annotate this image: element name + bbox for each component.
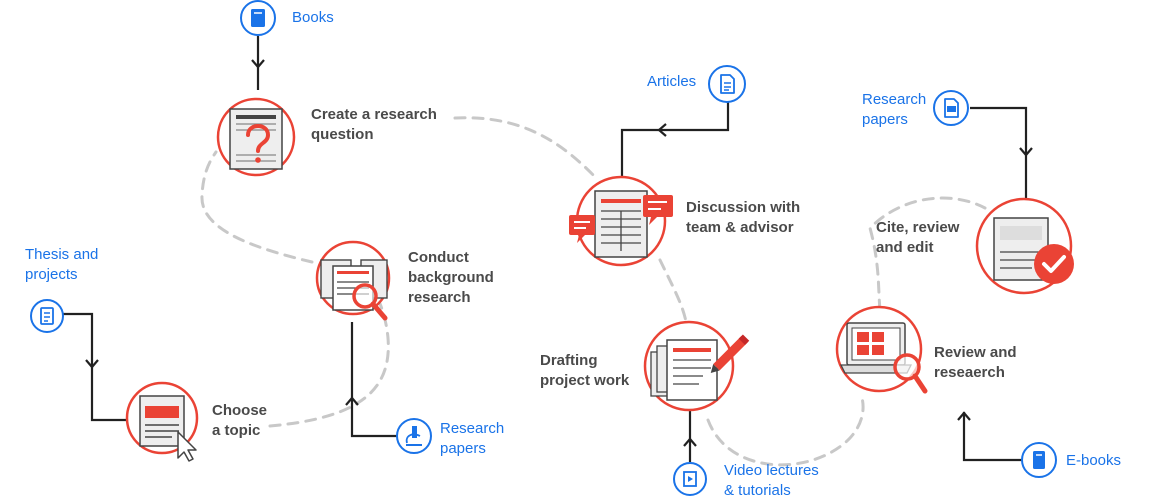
step-discussion-label: Discussion with team & advisor — [686, 199, 801, 236]
connector-research-papers-2 — [970, 106, 1028, 198]
chat-bubble-right-icon — [643, 195, 673, 225]
step-review-label: Review and reseaerch — [934, 344, 1017, 381]
resource-research-papers-1-label: Research papers — [440, 420, 505, 457]
arrowhead-books — [251, 59, 265, 69]
resource-articles-label: Articles — [647, 73, 697, 90]
step-discussion-node — [569, 175, 673, 267]
step-background-research-label: Conduct background research — [408, 249, 494, 306]
book-icon — [240, 0, 276, 36]
step-cite-node — [975, 197, 1074, 295]
arrowhead-thesis — [85, 359, 99, 369]
step-drafting-label: Drafting project work — [540, 352, 630, 389]
step-research-question-label: Create a research question — [311, 106, 437, 143]
documents-magnifier-icon — [320, 259, 388, 321]
step-cite-label: Cite, review and edit — [876, 219, 960, 256]
path-background-to-question — [200, 150, 314, 264]
document-check-icon — [993, 217, 1074, 284]
connector-research-papers-1 — [350, 322, 398, 438]
resource-research-papers-2-label: Research papers — [862, 91, 927, 128]
document-cursor-icon — [139, 395, 197, 462]
step-choose-topic-label: Choose a topic — [212, 402, 268, 439]
article-icon — [708, 65, 746, 103]
chat-bubble-left-icon — [569, 215, 595, 243]
path-drafting-to-review — [706, 396, 865, 467]
document-list-icon — [30, 299, 64, 333]
connector-ebooks — [962, 412, 1022, 462]
arrowhead-articles — [657, 123, 667, 137]
microscope-icon — [396, 418, 432, 454]
discussion-document-icon — [594, 190, 648, 258]
path-discussion-to-drafting — [658, 258, 688, 324]
step-review-node — [835, 305, 928, 394]
ebook-icon — [1021, 442, 1057, 478]
connector-thesis — [62, 312, 128, 422]
arrowhead-research-papers-1 — [345, 396, 359, 406]
step-choose-topic-node — [125, 381, 199, 462]
connector-articles — [620, 100, 730, 180]
document-pencil-icon — [650, 334, 750, 401]
step-research-question-node — [216, 97, 296, 177]
resource-video-label: Video lectures & tutorials — [724, 462, 819, 499]
arrowhead-video — [683, 437, 697, 447]
arrowhead-research-papers-2 — [1019, 147, 1033, 157]
path-question-to-discussion — [453, 116, 600, 182]
path-review-to-cite — [868, 196, 987, 312]
laptop-magnifier-icon — [839, 322, 928, 394]
arrowhead-ebooks — [957, 411, 971, 421]
video-icon — [673, 462, 707, 496]
resource-books-label: Books — [292, 9, 334, 26]
step-drafting-node — [643, 320, 750, 412]
pdf-icon — [933, 90, 969, 126]
resource-ebooks-label: E-books — [1066, 452, 1122, 469]
resource-connectors — [62, 36, 1033, 462]
question-document-icon — [229, 108, 283, 170]
step-background-research-node — [315, 240, 391, 321]
resource-thesis-label: Thesis and projects — [25, 246, 99, 283]
